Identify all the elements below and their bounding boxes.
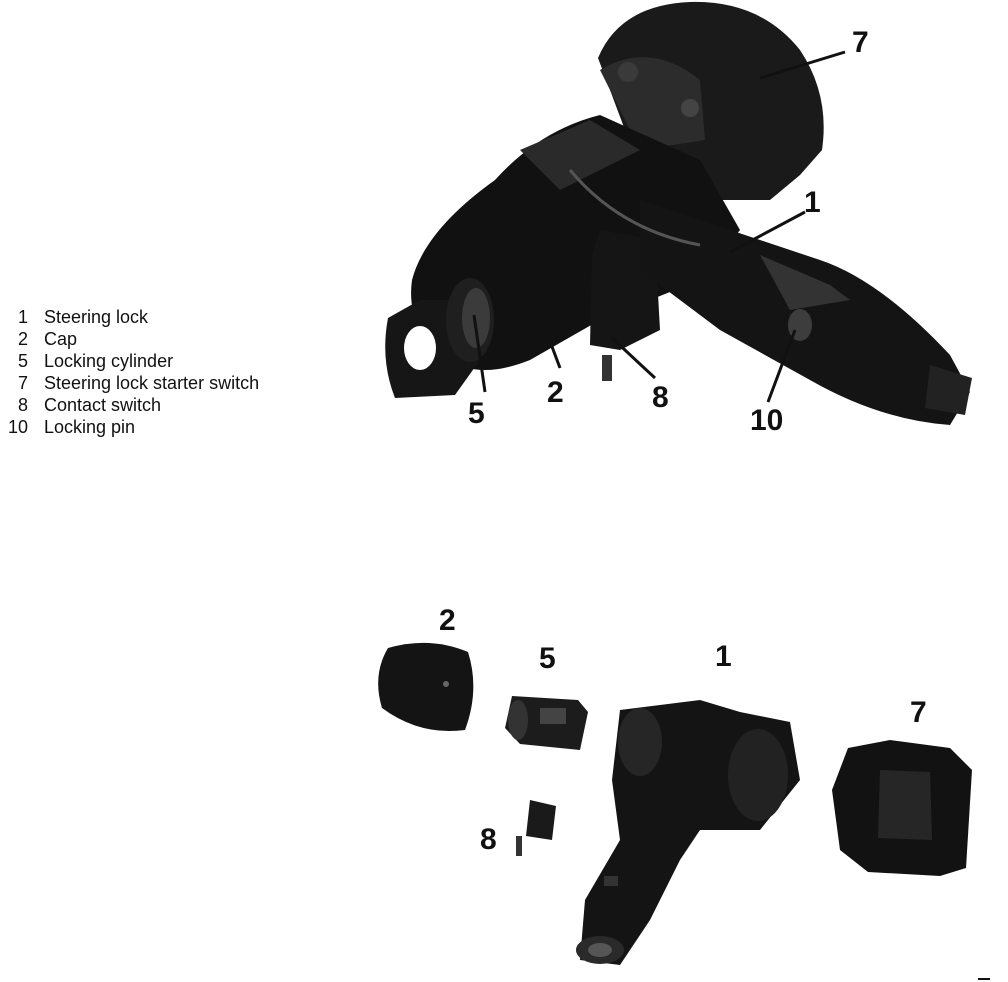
callout-cap-top: 2 [547,376,564,409]
parts-legend: 1 Steering lock 2 Cap 5 Locking cylinder… [0,306,340,438]
legend-item: 7 Steering lock starter switch [0,372,340,394]
callout-contact-switch-top: 8 [652,381,669,414]
legend-item: 10 Locking pin [0,416,340,438]
callout-locking-cylinder-bottom: 5 [539,642,556,675]
callout-locking-pin-top: 10 [750,404,783,437]
callout-starter-switch-top: 7 [852,26,869,59]
legend-label: Locking pin [44,417,136,437]
legend-label: Steering lock [44,307,149,327]
legend-number: 10 [7,417,28,437]
legend-item: 5 Locking cylinder [0,350,340,372]
callout-locking-cylinder-top: 5 [468,397,485,430]
leader-lines-top [472,50,846,403]
legend-label: Contact switch [44,395,162,415]
callout-steering-lock-bottom: 1 [715,640,732,673]
exploded-view-photo [378,642,972,965]
legend-number: 8 [17,395,28,415]
legend-number: 5 [17,351,28,371]
legend-label: Cap [44,329,78,349]
legend-label: Locking cylinder [44,351,174,371]
callout-starter-switch-bottom: 7 [910,696,927,729]
legend-item: 2 Cap [0,328,340,350]
legend-item: 1 Steering lock [0,306,340,328]
legend-number: 2 [17,329,28,349]
legend-number: 7 [17,373,28,393]
assembled-steering-lock-photo [385,1,972,425]
legend-number: 1 [17,307,28,327]
callout-contact-switch-bottom: 8 [480,823,497,856]
callout-steering-lock-top: 1 [804,186,821,219]
legend-label: Steering lock starter switch [44,373,260,393]
legend-item: 8 Contact switch [0,394,340,416]
callout-cap-bottom: 2 [439,604,456,637]
